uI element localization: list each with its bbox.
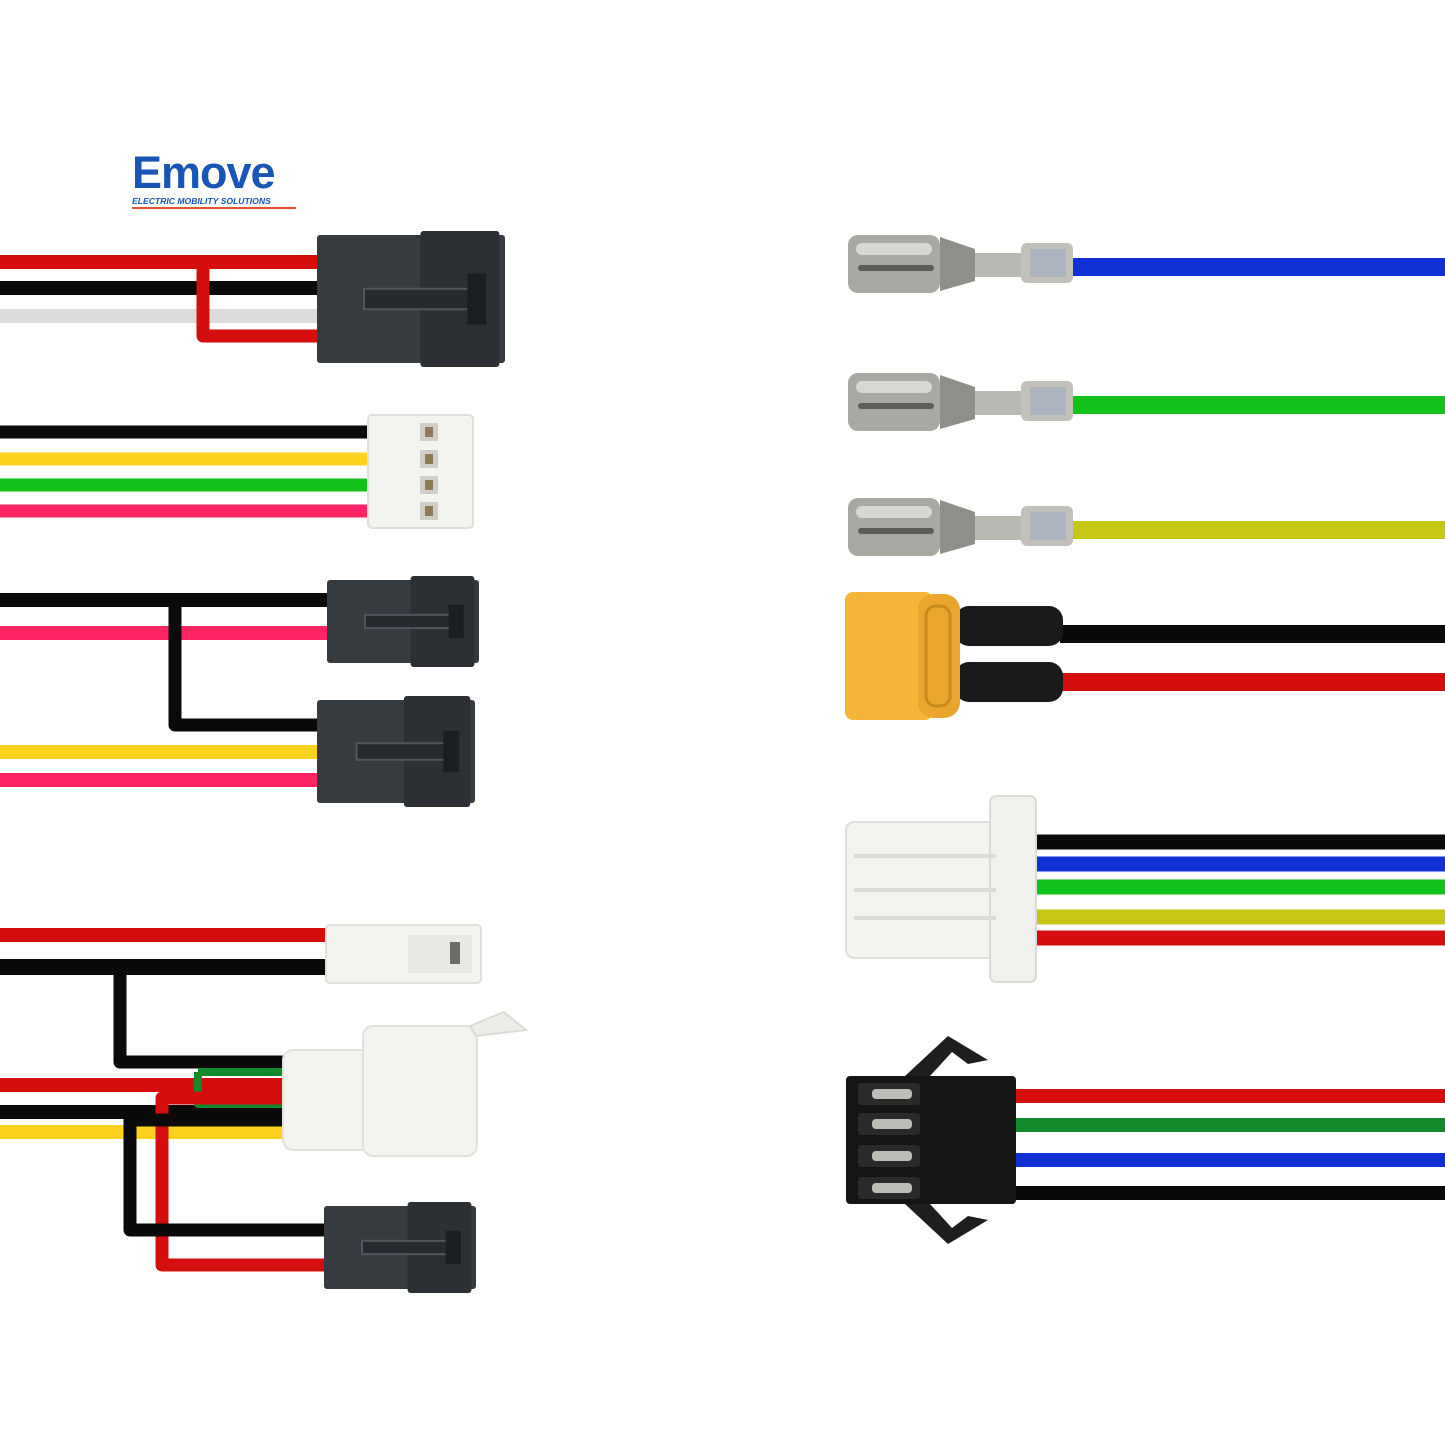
terminal-neck: [975, 516, 1023, 540]
brand-logo: Emove ELECTRIC MOBILITY SOLUTIONS: [132, 150, 302, 212]
connector-slot: [364, 613, 458, 630]
connector-flange: [989, 795, 1037, 983]
pin-contact: [425, 454, 433, 464]
connector-slot: [355, 742, 453, 761]
wire: [123, 1113, 325, 1237]
terminal-neck: [975, 253, 1023, 277]
harness-xt-power: [845, 592, 1445, 720]
harness-dual-2pin: [0, 576, 479, 807]
wire: [155, 1091, 325, 1272]
harness-sm-4pin: [846, 1036, 1445, 1244]
connector-latch-bottom: [905, 1204, 988, 1244]
wire: [113, 960, 325, 1069]
harness-split-cable: [0, 924, 529, 1293]
connector-slot: [361, 1239, 455, 1256]
terminal-highlight: [856, 506, 932, 518]
power-plug-ridge: [924, 604, 952, 708]
brand-name: Emove: [132, 147, 276, 198]
brand-underline: [132, 207, 296, 209]
heat-shrink: [955, 606, 1063, 646]
terminal-highlight: [856, 243, 932, 255]
terminal-slit: [858, 528, 934, 534]
heat-shrink: [955, 662, 1063, 702]
terminal-crimp: [940, 375, 975, 429]
terminal-wire-strands: [1030, 249, 1066, 277]
harness-sm-3pin-with-loop: [0, 231, 505, 367]
connector-latch-top: [905, 1036, 988, 1076]
power-plug-grip: [918, 594, 960, 718]
terminal-wire-strands: [1030, 387, 1066, 415]
pin-contact: [872, 1183, 912, 1193]
connector-housing: [846, 1076, 1016, 1204]
terminal-neck: [975, 391, 1023, 415]
terminal-slit: [858, 403, 934, 409]
connector-clip: [448, 604, 464, 639]
power-plug-body: [845, 592, 933, 720]
pin-slot: [408, 935, 472, 973]
terminal-slit: [858, 265, 934, 271]
terminal-crimp: [940, 237, 975, 291]
pin-contact: [425, 506, 433, 516]
harness-white-5pin: [845, 795, 1445, 983]
connector-housing-body: [362, 1025, 478, 1157]
connector-clip: [445, 1230, 461, 1265]
terminal-highlight: [856, 381, 932, 393]
pin-contact: [872, 1119, 912, 1129]
connector-clip: [443, 730, 460, 773]
connector-clip: [467, 273, 487, 325]
wire: [168, 593, 330, 732]
harness-bullet-blue: [848, 235, 1445, 293]
harness-jst-4pin: [0, 414, 474, 529]
harness-bullet-olive: [848, 498, 1445, 556]
connector-latch: [468, 1010, 529, 1038]
brand-tagline: ELECTRIC MOBILITY SOLUTIONS: [132, 196, 271, 206]
terminal-wire-strands: [1030, 512, 1066, 540]
pin-contact: [450, 942, 460, 964]
wire: [196, 255, 330, 343]
pin-contact: [872, 1089, 912, 1099]
pin-contact: [425, 480, 433, 490]
pin-contact: [425, 427, 433, 437]
connector-slot: [363, 287, 478, 311]
pin-contact: [872, 1151, 912, 1161]
terminal-crimp: [940, 500, 975, 554]
connector-housing: [367, 414, 474, 529]
harness-bullet-green: [848, 373, 1445, 431]
